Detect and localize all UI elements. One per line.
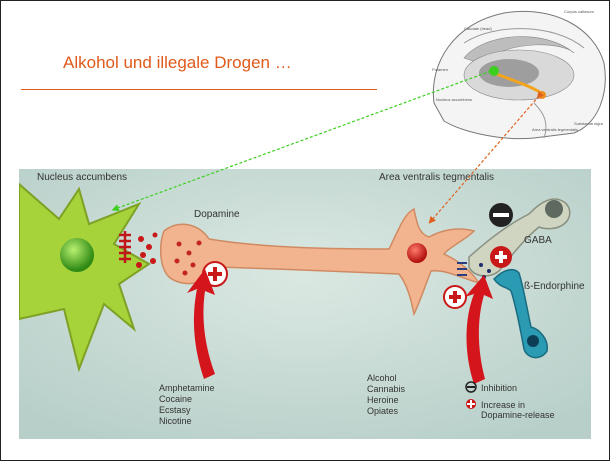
- svg-text:Alcohol: Alcohol: [367, 373, 397, 383]
- endorphine-label: ß-Endorphine: [524, 281, 585, 292]
- dopamine-label: Dopamine: [194, 209, 240, 220]
- vta-marker: [538, 91, 546, 99]
- gaba-soma: [545, 200, 563, 218]
- brain-label-putamen: Putamen: [432, 67, 448, 72]
- slide-title: Alkohol und illegale Drogen …: [63, 53, 292, 73]
- neuron-figure: Dopamine GABA ß-Endorphine: [19, 169, 591, 439]
- nucleus-accumbens-marker: [489, 66, 499, 76]
- brain-label-corpus-callosum: Corpus callosum: [564, 9, 594, 14]
- nucleus-accumbens-soma: [60, 238, 94, 272]
- dopamine-receptors: [119, 231, 131, 263]
- svg-text:Opiates: Opiates: [367, 406, 399, 416]
- brain-label-caudate: Caudate (head): [464, 26, 492, 31]
- legend-inhibition: Inhibition: [481, 383, 517, 393]
- svg-text:Amphetamine: Amphetamine: [159, 383, 215, 393]
- plus-icon: [444, 286, 466, 308]
- svg-text:Heroine: Heroine: [367, 395, 399, 405]
- brain-label-vta: Area ventralis tegmentalis: [532, 127, 578, 132]
- svg-text:Nicotine: Nicotine: [159, 416, 192, 426]
- brain-label-substantia-nigra: Substantia nigra: [574, 121, 604, 126]
- region-label-nucleus-accumbens: Nucleus accumbens: [37, 172, 127, 183]
- brain-label-nucleus-accumbens: Nucleus accumbens: [436, 97, 472, 102]
- legend-increase-1: Increase in: [481, 400, 525, 410]
- svg-text:Ecstasy: Ecstasy: [159, 405, 191, 415]
- brain-diagram: Caudate (head) Corpus callosum Putamen N…: [424, 3, 609, 143]
- gaba-label: GABA: [524, 235, 552, 246]
- plus-icon: [490, 246, 512, 268]
- svg-text:Cocaine: Cocaine: [159, 394, 192, 404]
- region-label-vta: Area ventralis tegmentalis: [379, 172, 494, 183]
- title-underline: [21, 89, 377, 90]
- svg-text:Cannabis: Cannabis: [367, 384, 406, 394]
- vta-soma: [407, 243, 427, 263]
- legend-increase-2: Dopamine-release: [481, 410, 555, 420]
